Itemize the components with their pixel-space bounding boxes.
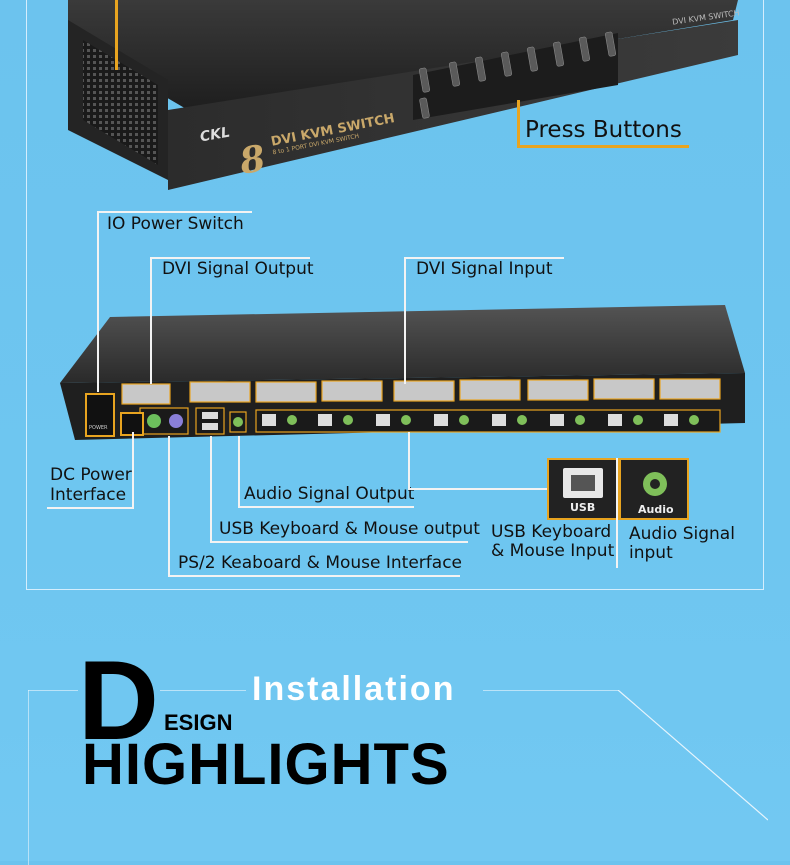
- audio-zoom-box: Audio: [619, 458, 689, 520]
- dc-power-label-line1: DC Power: [50, 465, 132, 485]
- usb-audio-divider-line: [616, 458, 618, 568]
- usb-input-label-line1: USB Keyboard: [491, 522, 612, 542]
- power-switch-label: POWER: [89, 425, 108, 431]
- top-section-frame: [26, 0, 764, 590]
- ps2-underline: [168, 575, 460, 577]
- dc-power-label-line2: Interface: [50, 485, 127, 505]
- installation-heading: Installation: [252, 670, 456, 708]
- audio-input-label-line2: input: [629, 543, 673, 563]
- highlights-heading: HIGHLIGHTS: [82, 732, 450, 797]
- audio-input-label-line1: Audio Signal: [629, 524, 735, 544]
- ps2-interface-label: PS/2 Keaboard & Mouse Interface: [178, 553, 462, 573]
- dvi-input-line: [404, 258, 406, 384]
- design-section-frame: [28, 690, 768, 865]
- press-buttons-underline: [517, 145, 689, 148]
- dvi-signal-input-label: DVI Signal Input: [416, 259, 553, 279]
- ps2-line: [168, 436, 170, 576]
- audio-output-line: [238, 436, 240, 507]
- dvi-input-top-line: [404, 257, 564, 259]
- usb-output-line: [210, 436, 212, 542]
- press-buttons-line: [517, 100, 520, 146]
- dvi-signal-output-label: DVI Signal Output: [162, 259, 314, 279]
- usb-zoom-label: USB: [570, 501, 596, 514]
- dvi-output-line: [150, 258, 152, 384]
- rear-ports: [121, 378, 721, 435]
- dvi-output-top-line: [150, 257, 310, 259]
- usb-zoom-box: USB: [547, 458, 619, 520]
- usb-input-label-line2: & Mouse Input: [491, 541, 615, 561]
- press-buttons-label: Press Buttons: [525, 117, 682, 143]
- audio-output-underline: [238, 506, 414, 508]
- io-power-switch-label: IO Power Switch: [107, 214, 244, 234]
- design-big-letter: D: [78, 638, 159, 763]
- press-buttons-row: [418, 31, 617, 119]
- usb-output-label: USB Keyboard & Mouse output: [219, 519, 480, 539]
- io-power-top-line: [97, 211, 252, 213]
- power-switch: [85, 393, 115, 437]
- usb-output-underline: [210, 541, 468, 543]
- kvm-switch-front-image: [68, 0, 738, 190]
- audio-output-label: Audio Signal Output: [244, 484, 415, 504]
- vent-callout-line: [115, 0, 118, 70]
- design-rest-of-word: ESIGN: [164, 710, 233, 735]
- zoom-connector-horizontal: [408, 488, 548, 490]
- audio-zoom-label: Audio: [638, 503, 674, 516]
- dc-power-underline: [47, 507, 134, 509]
- io-power-line: [97, 212, 99, 392]
- dc-power-line: [132, 432, 134, 508]
- zoom-connector-vertical: [408, 432, 410, 489]
